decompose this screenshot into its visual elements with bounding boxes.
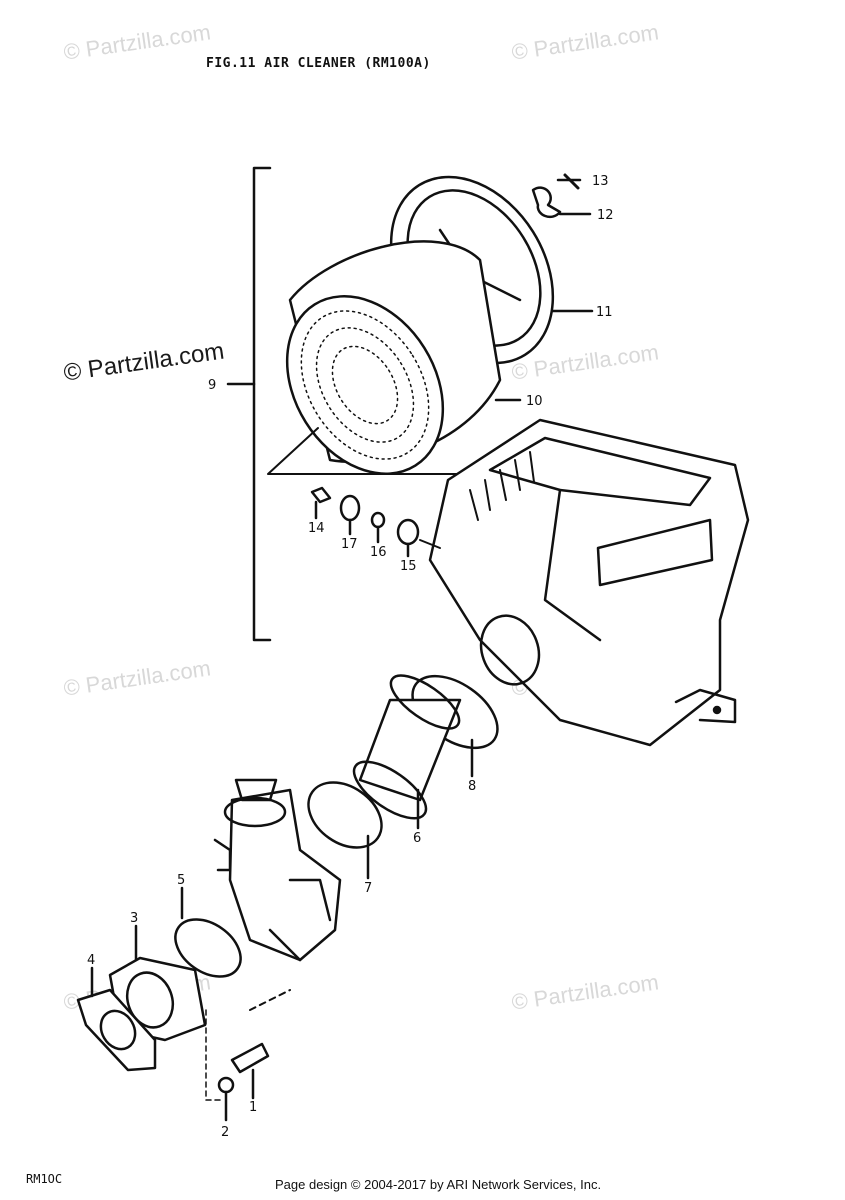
carb-top bbox=[223, 796, 287, 828]
model-code: RM1OC bbox=[26, 1172, 63, 1186]
callout-label: 5 bbox=[177, 873, 185, 888]
callout-label: 7 bbox=[364, 881, 372, 896]
filter-mesh bbox=[300, 310, 430, 460]
carburetor bbox=[228, 788, 342, 962]
callout-label: 11 bbox=[596, 305, 613, 320]
callout-label: 3 bbox=[130, 911, 138, 926]
assembly-bracket bbox=[252, 166, 272, 642]
case-edge bbox=[543, 488, 602, 642]
callout-label: 16 bbox=[370, 545, 387, 560]
figure-title: FIG.11 AIR CLEANER (RM100A) bbox=[206, 56, 431, 71]
bolt bbox=[230, 1042, 270, 1074]
case-bracket bbox=[674, 688, 737, 724]
grommet bbox=[396, 518, 420, 546]
callout-label: 12 bbox=[597, 208, 614, 223]
copyright-footer: Page design © 2004-2017 by ARI Network S… bbox=[275, 1177, 602, 1192]
callout-label: 1 bbox=[249, 1100, 257, 1115]
bolt bbox=[310, 486, 332, 504]
callout-label: 6 bbox=[413, 831, 421, 846]
case-opening bbox=[488, 436, 712, 507]
intake-pipe bbox=[358, 698, 462, 802]
washer bbox=[339, 494, 361, 522]
gasket bbox=[76, 988, 157, 1072]
callout-label: 2 bbox=[221, 1125, 229, 1140]
nut bbox=[370, 511, 386, 529]
callout-label: 17 bbox=[341, 537, 358, 552]
clip bbox=[563, 173, 580, 190]
case-outlet bbox=[479, 614, 541, 686]
callout-label: 4 bbox=[87, 953, 95, 968]
filter-face bbox=[285, 295, 445, 475]
callout-labels: 13 12 11 10 9 14 17 16 15 8 6 7 5 3 4 1 … bbox=[87, 174, 614, 1140]
callout-label: 8 bbox=[468, 779, 476, 794]
lock-washer bbox=[217, 1076, 235, 1094]
callout-label: 9 bbox=[208, 378, 216, 393]
case-vents bbox=[596, 518, 714, 587]
callout-label: 13 bbox=[592, 174, 609, 189]
callout-label: 15 bbox=[400, 559, 417, 574]
air-cleaner-case bbox=[428, 418, 750, 747]
callout-label: 10 bbox=[526, 394, 543, 409]
wing-nut bbox=[531, 186, 562, 219]
callout-label: 14 bbox=[308, 521, 325, 536]
hose-clamp bbox=[307, 781, 383, 849]
hose-clamp bbox=[174, 918, 242, 978]
